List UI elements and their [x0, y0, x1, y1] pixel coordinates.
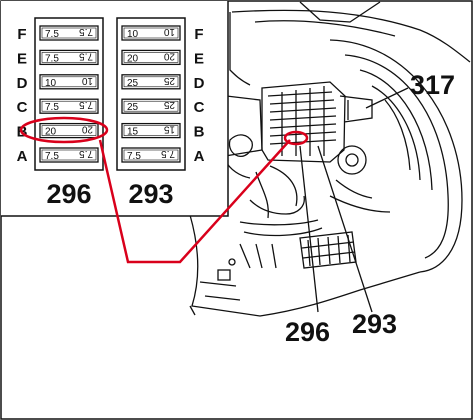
fuse-rating-inverted: 7.5: [79, 148, 93, 159]
highlight-ellipse-target: [283, 130, 309, 146]
fuse-rating-inverted: 25: [163, 99, 175, 110]
fuse-rating-inverted: 20: [163, 50, 175, 61]
fuse-icon: 7.5 7.5: [121, 147, 181, 163]
callout-296: 296: [285, 317, 330, 347]
fuse-rating: 15: [127, 127, 139, 138]
callout-leaders: [299, 87, 409, 313]
fuse-icon: 7.5 7.5: [39, 49, 99, 66]
callout-317: 317: [410, 70, 455, 100]
fuse-rating-inverted: 25: [163, 75, 175, 86]
fuse-rating: 10: [45, 78, 57, 89]
fuse-rating-inverted: 7.5: [161, 148, 175, 159]
fuse-icon: 10 10: [39, 74, 99, 90]
fuse-rating: 20: [45, 127, 57, 138]
connector-path: [98, 139, 291, 264]
fuse-rating: 20: [127, 53, 139, 64]
fuse-box-label-293: 293: [128, 179, 173, 209]
fuse-box-296-outline: [34, 17, 104, 171]
row-letter-right: E: [194, 50, 204, 67]
fuse-rating: 7.5: [45, 29, 59, 40]
row-letter-right: A: [194, 148, 205, 165]
fuse-rating: 7.5: [45, 102, 59, 113]
row-letter-right: F: [194, 26, 203, 43]
fuse-box-label-296: 296: [46, 179, 91, 209]
row-letter-left: C: [17, 99, 28, 116]
fuse-icon: 25 25: [121, 98, 181, 114]
fuse-rating: 25: [127, 78, 139, 89]
row-letter-left: F: [17, 26, 26, 43]
highlight-ellipse: [19, 116, 109, 144]
fuse-rating: 7.5: [45, 151, 59, 162]
fuse-rating: 7.5: [45, 53, 59, 64]
fuse-rating-inverted: 10: [81, 75, 93, 86]
row-letter-right: B: [194, 124, 205, 141]
fuse-rating-inverted: 7.5: [79, 99, 93, 110]
red-connector-line: [19, 116, 309, 264]
fuse-box-293-outline: [116, 17, 186, 171]
fuse-rating-inverted: 7.5: [79, 50, 93, 61]
callout-293: 293: [352, 309, 397, 339]
fuse-rating-inverted: 15: [163, 124, 175, 135]
fuse-rating-inverted: 20: [81, 124, 93, 135]
fuse-icon: 7.5 7.5: [39, 147, 99, 163]
fuse-rating-inverted: 10: [163, 26, 175, 37]
row-letter-left: A: [17, 148, 28, 165]
fuse-icon: 7.5 7.5: [39, 98, 99, 114]
dashboard-illustration: [189, 1, 471, 317]
fuse-icon: 25 25: [121, 74, 181, 90]
row-letter-left: D: [17, 75, 28, 92]
fuse-rating: 10: [127, 29, 139, 40]
row-letter-right: C: [194, 99, 205, 116]
fuse-rating: 25: [127, 102, 139, 113]
fuse-icon: 7.5 7.5: [39, 25, 99, 41]
row-letter-right: D: [194, 75, 205, 92]
row-letter-left: E: [17, 50, 27, 67]
fuse-rating: 7.5: [127, 151, 141, 162]
fuse-icon: 10 10: [121, 25, 181, 41]
fuse-rating-inverted: 7.5: [79, 26, 93, 37]
